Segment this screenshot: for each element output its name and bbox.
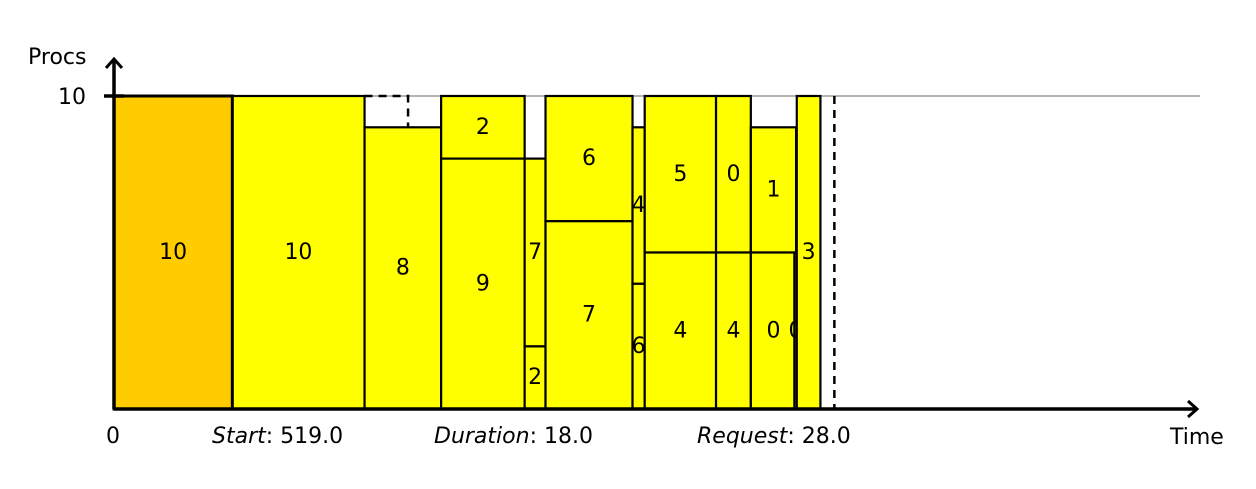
- job-block-label: 9: [476, 271, 490, 296]
- duration-info: Duration: 18.0: [434, 424, 593, 449]
- start-info: Start: 519.0: [212, 424, 343, 449]
- duration-key: Duration: [434, 424, 530, 449]
- job-block: [749, 251, 798, 411]
- y-max-label: 10: [58, 85, 86, 110]
- x-axis-label: Time: [1169, 425, 1224, 450]
- job-block: [231, 94, 366, 411]
- job-block-label: 4: [673, 318, 687, 343]
- job-block-label: 5: [673, 162, 687, 187]
- job-block-label: 0: [766, 318, 780, 343]
- job-block-label: 3: [802, 240, 816, 265]
- job-block-label: 7: [528, 240, 542, 265]
- job-block-label: 6: [632, 334, 646, 359]
- job-block: [714, 251, 752, 411]
- x-origin-label: 0: [106, 424, 120, 449]
- start-value: 519.0: [280, 424, 343, 449]
- job-block: [544, 94, 634, 223]
- y-axis-arrow-icon: [104, 56, 124, 69]
- dashed-request-outline: [364, 94, 410, 128]
- job-block-label: 10: [159, 240, 187, 265]
- request-value: 28.0: [802, 424, 851, 449]
- job-block-label: 4: [632, 193, 646, 218]
- job-block-label: 7: [582, 303, 596, 328]
- job-block: [643, 251, 718, 411]
- request-info: Request: 28.0: [697, 424, 851, 449]
- job-block-label: 2: [476, 115, 490, 140]
- duration-value: 18.0: [544, 424, 593, 449]
- y-axis-label: Procs: [28, 45, 86, 70]
- job-block-label: 4: [726, 318, 740, 343]
- request-key: Request: [697, 424, 789, 449]
- start-key: Start: [212, 424, 267, 449]
- job-block-label: 0: [726, 162, 740, 187]
- job-block-label: 1: [766, 177, 780, 202]
- job-block-label: 6: [582, 146, 596, 171]
- job-block-label: 8: [396, 256, 410, 281]
- job-block-label: 2: [528, 365, 542, 390]
- x-axis-arrow-icon: [1187, 399, 1200, 419]
- job-block-label: 10: [284, 240, 312, 265]
